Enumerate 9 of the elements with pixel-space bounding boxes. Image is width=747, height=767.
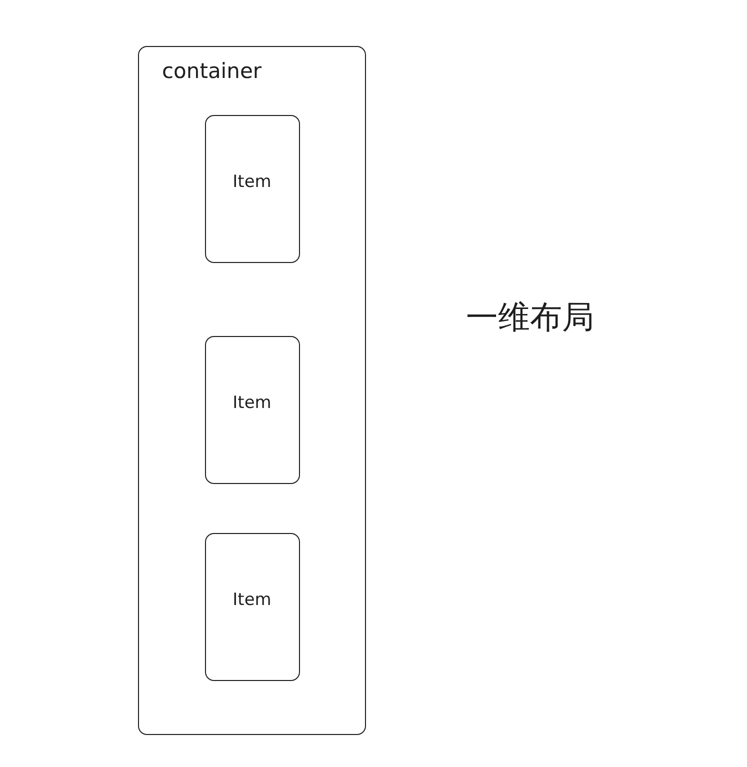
item-box <box>204 114 300 262</box>
item-label: Item <box>232 172 272 192</box>
layout-caption: 一维布局 <box>466 297 594 338</box>
item-label: Item <box>232 392 272 412</box>
item-box <box>204 336 300 484</box>
item-box <box>204 532 300 680</box>
container-title: container <box>162 59 262 83</box>
container-box <box>138 46 366 735</box>
item-label: Item <box>232 590 272 610</box>
